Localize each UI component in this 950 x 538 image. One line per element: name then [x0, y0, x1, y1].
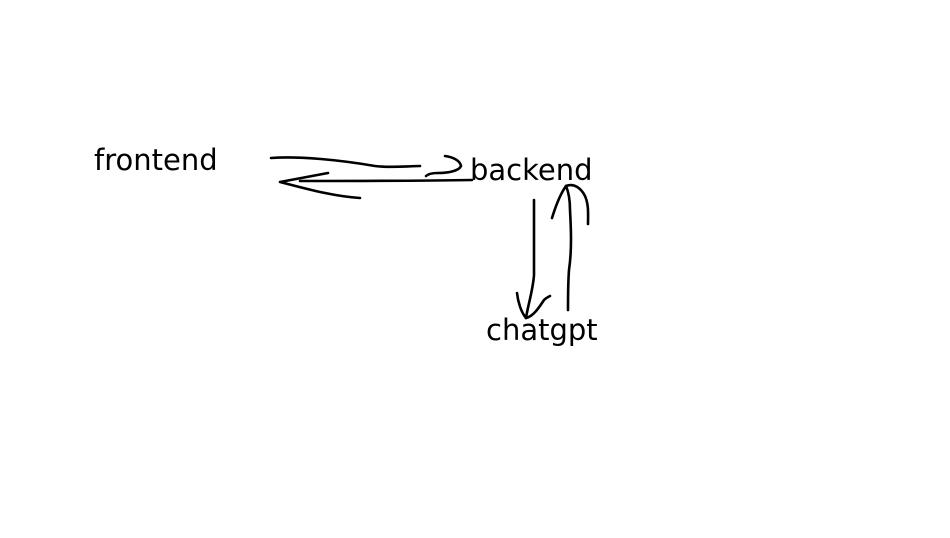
- chatgpt-label: chatgpt: [486, 313, 598, 347]
- arrow-backend-to-chatgpt: [515, 198, 536, 320]
- arrow-backend-to-frontend: [298, 178, 474, 183]
- arrow-chatgpt-to-backend-head: [550, 183, 590, 226]
- arrow-backend-to-frontend-head: [278, 171, 362, 200]
- backend-label: backend: [470, 153, 593, 187]
- arrow-backend-to-chatgpt-head: [524, 294, 552, 320]
- arrow-frontend-to-backend-head: [424, 154, 463, 178]
- arrow-chatgpt-to-backend: [564, 184, 573, 312]
- arrow-frontend-to-backend: [269, 156, 422, 169]
- frontend-label: frontend: [94, 143, 218, 177]
